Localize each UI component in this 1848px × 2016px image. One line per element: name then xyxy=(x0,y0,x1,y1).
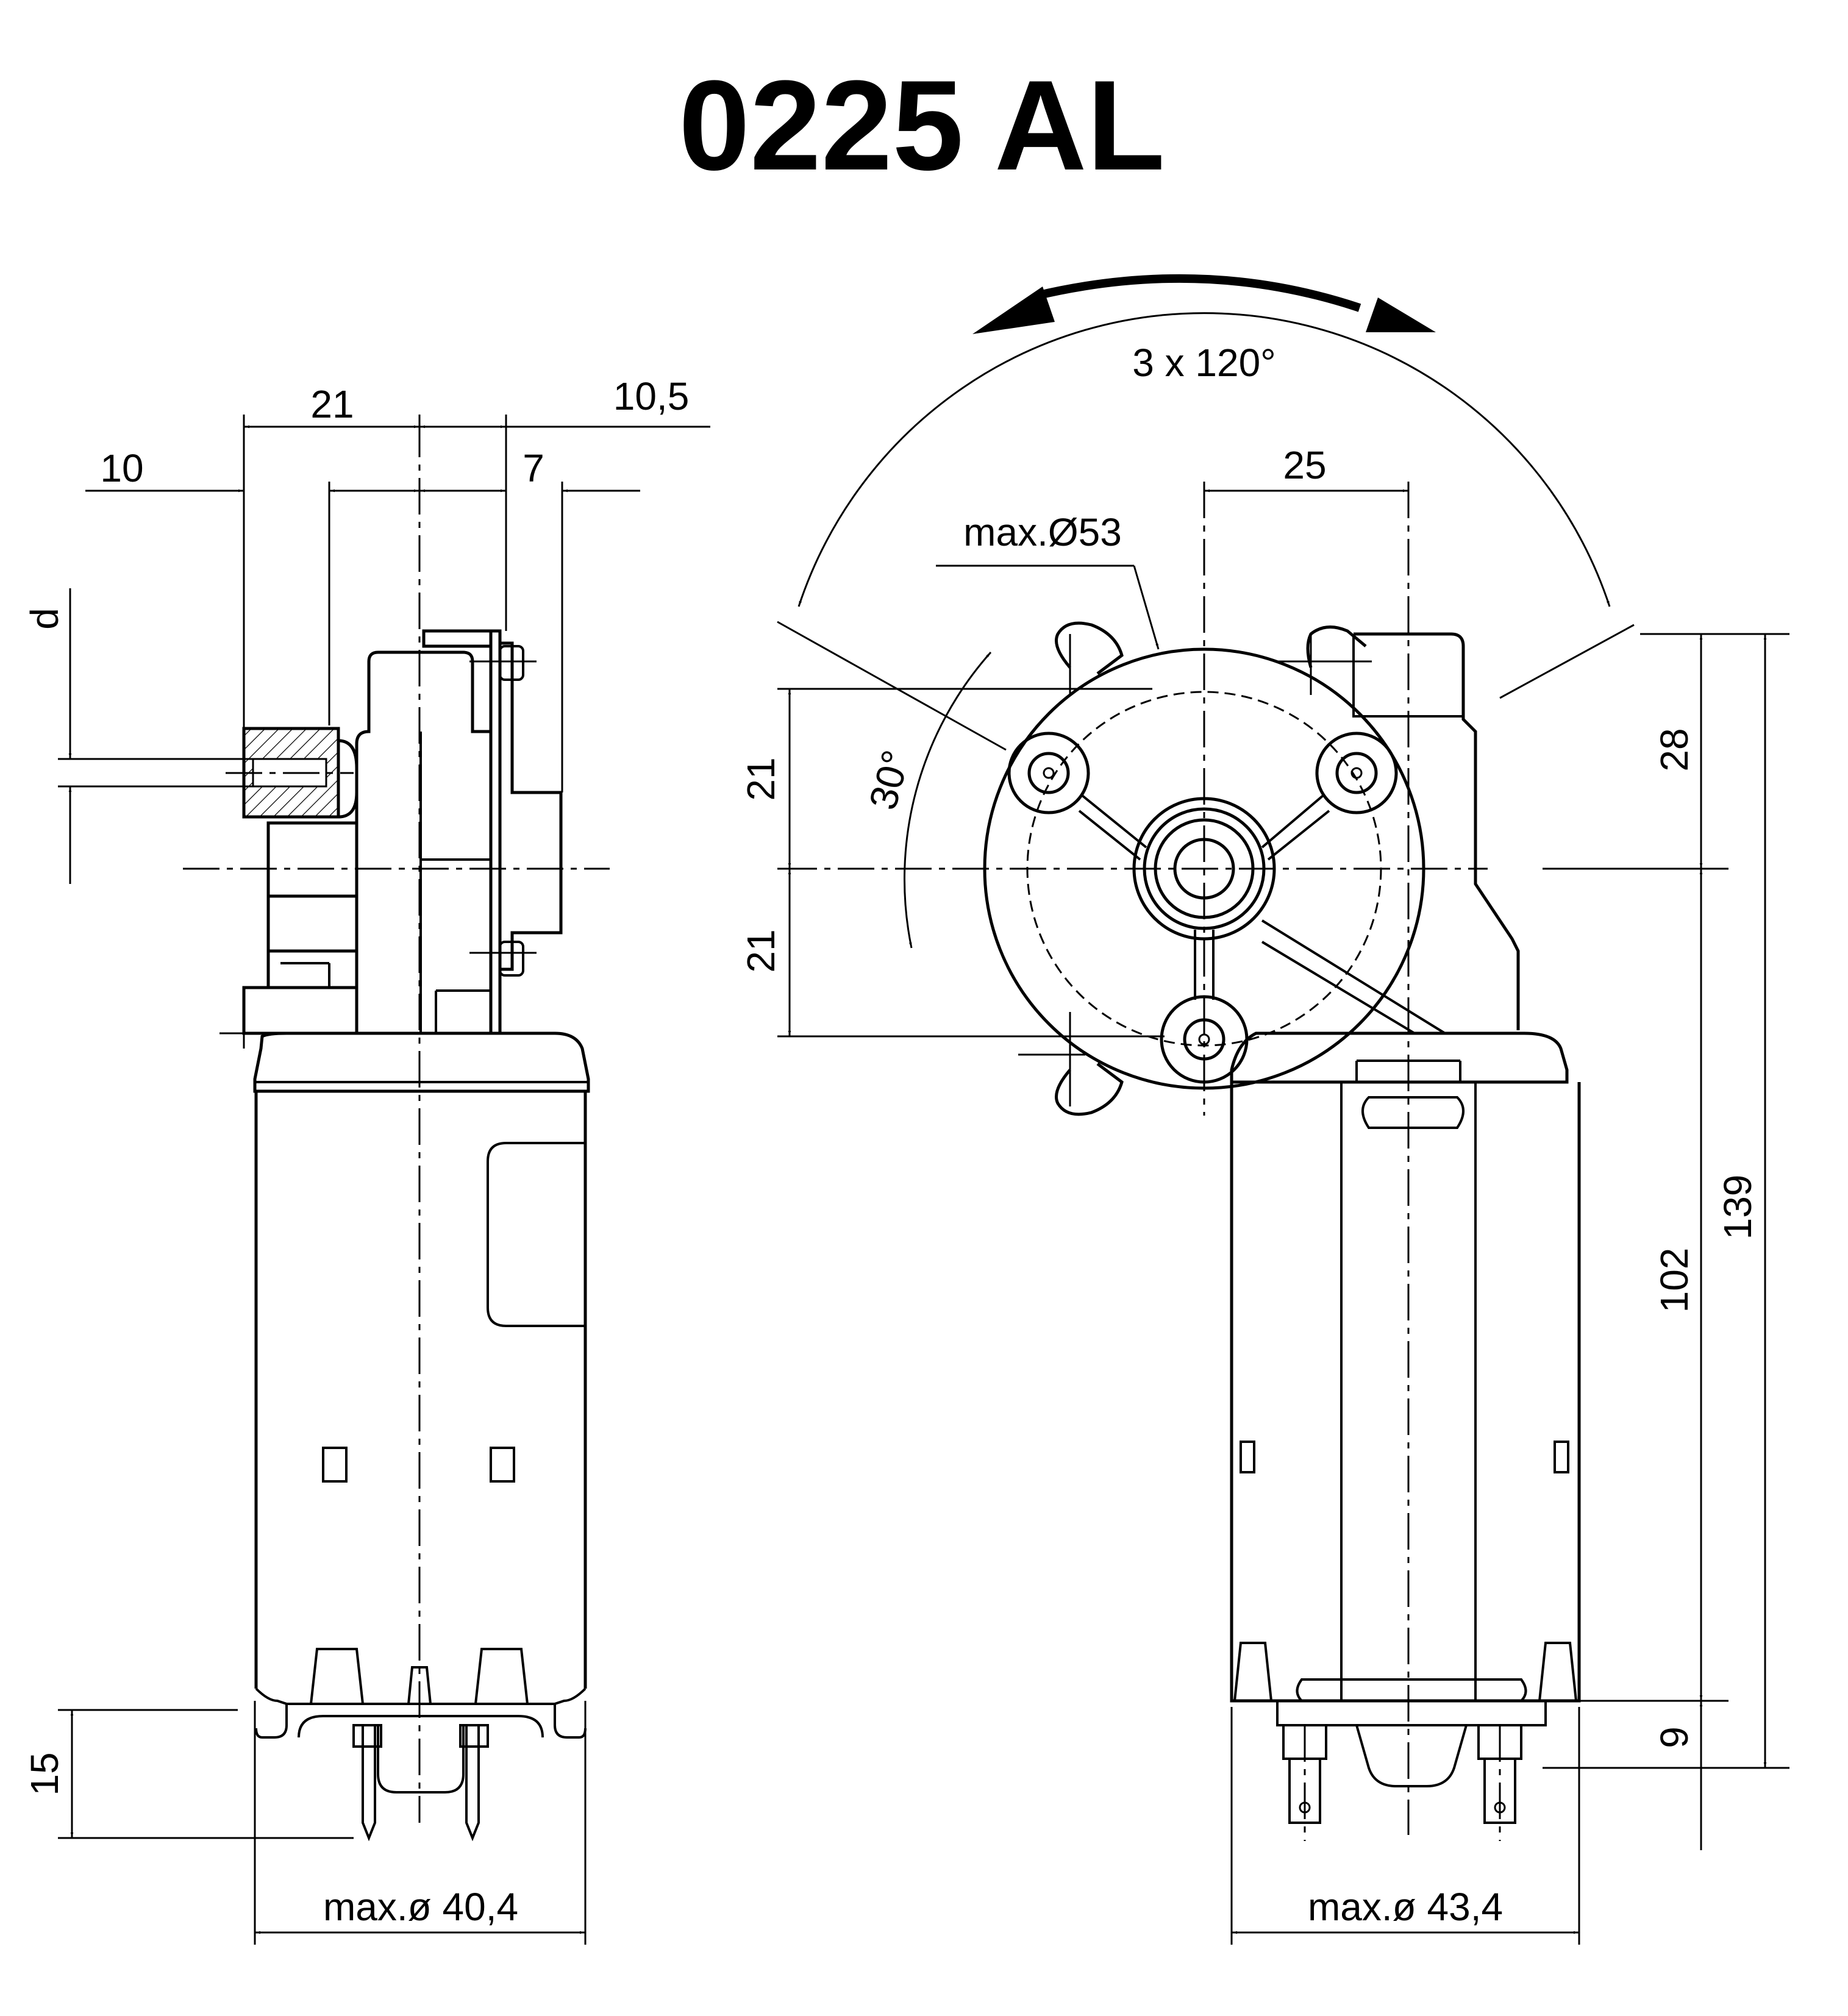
dim-139: 139 xyxy=(1716,1175,1760,1240)
dim-30-degrees: 30° xyxy=(860,746,918,814)
left-gearbox xyxy=(219,629,563,1049)
left-side-view: 21 10,5 10 7 d 15 max.ø 40,4 xyxy=(23,374,710,1945)
dim-10: 10 xyxy=(100,446,143,490)
left-dimensions: 21 10,5 10 7 d 15 max.ø 40,4 xyxy=(23,374,710,1945)
right-dimensions: 25 max.Ø53 21 21 30° 28 xyxy=(739,443,1789,1945)
dim-9: 9 xyxy=(1652,1726,1696,1748)
dim-25: 25 xyxy=(1283,443,1326,487)
dim-diameter-left: max.ø 40,4 xyxy=(323,1885,518,1929)
right-front-view: 3 x 120° xyxy=(739,274,1789,1945)
left-motor-housing xyxy=(253,1031,590,1842)
dim-15: 15 xyxy=(23,1752,66,1795)
dim-21-upper: 21 xyxy=(739,757,783,800)
dim-rotation-angle: 3 x 120° xyxy=(1132,341,1276,385)
dim-max-d53: max.Ø53 xyxy=(963,510,1122,554)
dim-7: 7 xyxy=(523,446,544,490)
dim-10-5: 10,5 xyxy=(613,374,690,418)
rotation-arrow-icon xyxy=(972,274,1436,334)
dim-21-left: 21 xyxy=(310,382,354,426)
right-motor-housing xyxy=(1230,1031,1581,1841)
page-title: 0225 AL xyxy=(679,54,1165,197)
right-gearbox-front xyxy=(983,621,1520,1116)
dim-d: d xyxy=(23,608,66,630)
dim-diameter-right: max.ø 43,4 xyxy=(1308,1885,1503,1929)
dim-21-lower: 21 xyxy=(739,929,783,972)
dim-102: 102 xyxy=(1652,1248,1696,1313)
dim-28: 28 xyxy=(1652,728,1696,771)
